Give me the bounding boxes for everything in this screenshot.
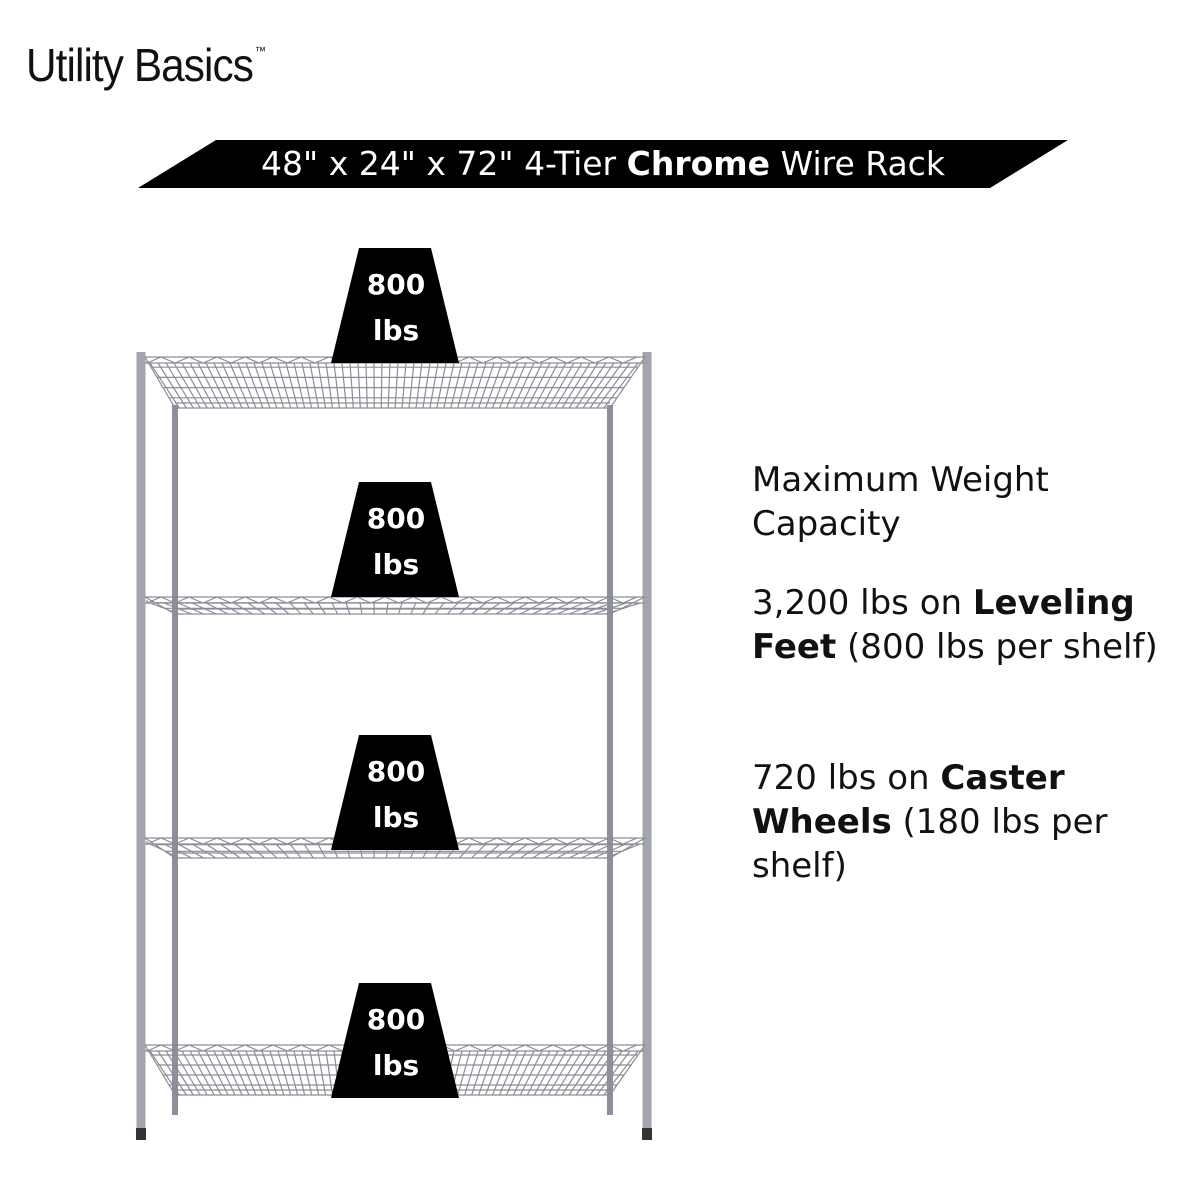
shelf-capacity-badge-2: 800 lbs: [331, 482, 461, 597]
text: (800 lbs per shelf): [836, 627, 1158, 667]
capacity-value: 800: [366, 1003, 426, 1036]
title-bold: Chrome: [626, 144, 771, 183]
title-banner-shape: [138, 140, 1068, 188]
capacity-unit: lbs: [372, 1049, 420, 1082]
caster-wheels-capacity: 720 lbs on Caster Wheels (180 lbs per sh…: [752, 756, 1152, 888]
trademark: ™: [254, 44, 266, 58]
brand-name: Utility Basics: [26, 39, 254, 91]
capacity-value: 800: [366, 755, 426, 788]
capacity-value: 800: [366, 268, 426, 301]
wire-shelf: [144, 596, 646, 615]
title-suffix: Wire Rack: [770, 144, 945, 183]
text: (180 lbs per shelf): [752, 802, 1108, 886]
capacity-value: 800: [366, 502, 426, 535]
bold-text: Caster Wheels: [752, 758, 1065, 842]
capacity-heading: Maximum Weight Capacity: [752, 460, 1049, 544]
title-prefix: 48" x 24" x 72" 4-Tier: [261, 144, 627, 183]
bold-text: Leveling Feet: [752, 583, 1135, 667]
text: 3,200 lbs on: [752, 583, 973, 623]
shelf-capacity-badge-1: 800 lbs: [331, 248, 461, 363]
capacity-unit: lbs: [372, 548, 420, 581]
capacity-unit: lbs: [372, 801, 420, 834]
product-title: 48" x 24" x 72" 4-Tier Chrome Wire Rack: [138, 140, 1068, 188]
text: 720 lbs on: [752, 758, 941, 798]
shelf-capacity-badge-4: 800 lbs: [331, 983, 461, 1098]
capacity-unit: lbs: [372, 314, 420, 347]
shelf-capacity-badge-3: 800 lbs: [331, 735, 461, 850]
wire-shelf: [144, 356, 646, 409]
leveling-feet-capacity: 3,200 lbs on Leveling Feet (800 lbs per …: [752, 581, 1172, 669]
